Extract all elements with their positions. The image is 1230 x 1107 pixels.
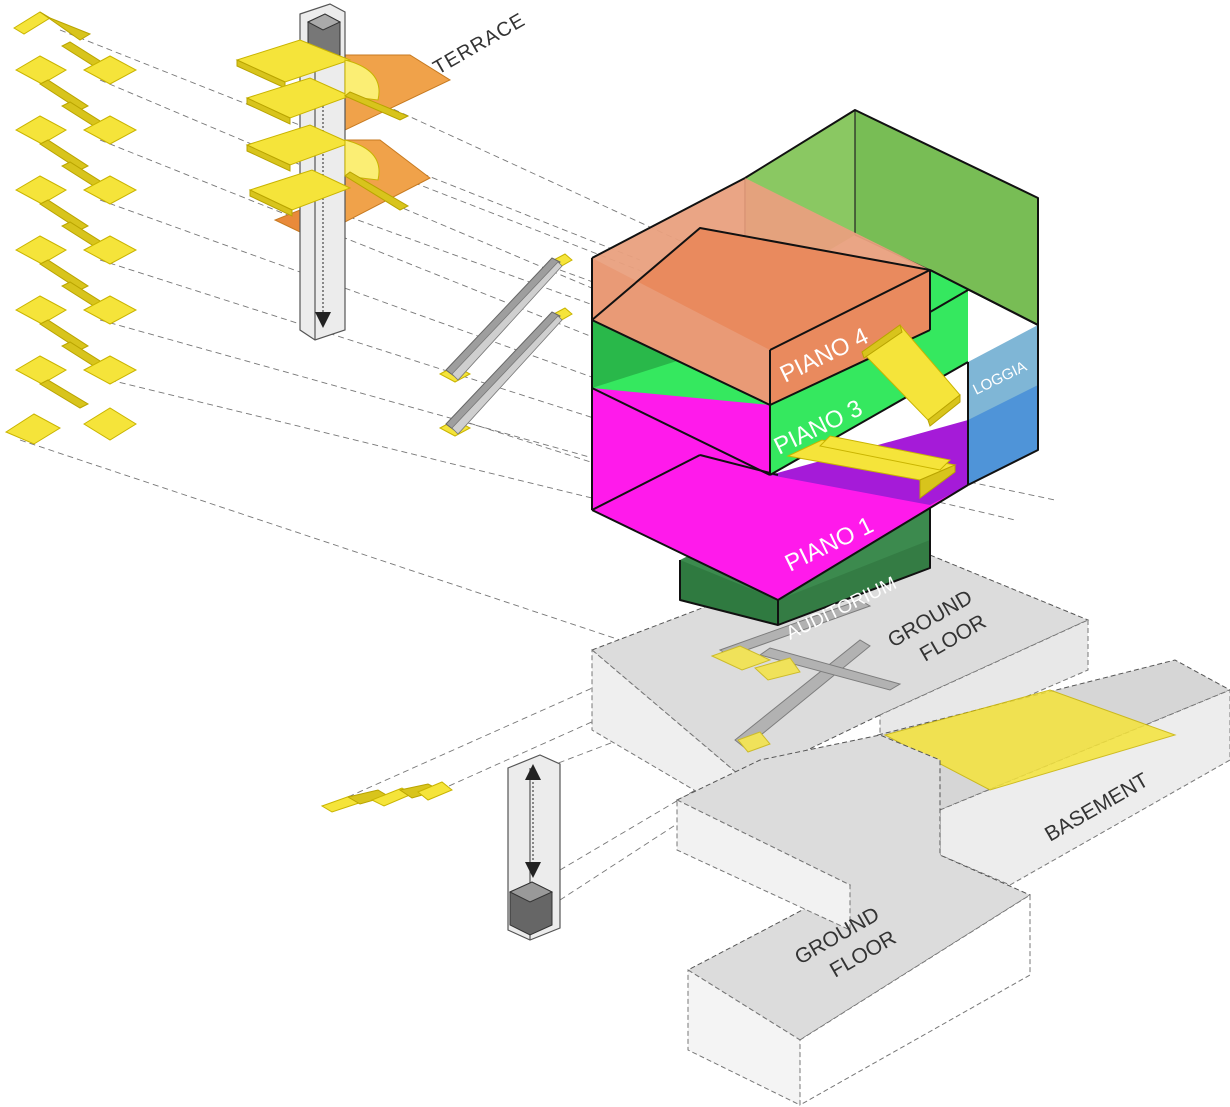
ground-floor-slab-lower bbox=[675, 734, 1032, 1106]
elevator-shaft-lower bbox=[507, 754, 561, 941]
stair-unit bbox=[14, 221, 138, 291]
terrace-label: TERRACE bbox=[430, 9, 530, 79]
ground-stair-strip bbox=[320, 781, 453, 813]
basement-slab bbox=[877, 659, 1230, 886]
ground-escalators bbox=[710, 599, 902, 753]
stair-unit bbox=[14, 101, 138, 171]
stair-unit bbox=[14, 161, 138, 231]
building-volumes bbox=[591, 109, 1039, 626]
stair-unit bbox=[14, 41, 138, 111]
stair-unit bbox=[14, 281, 138, 351]
escalators bbox=[438, 253, 573, 437]
stair-unit bbox=[14, 341, 138, 409]
terrace-stair-tower bbox=[235, 3, 452, 341]
stair-stack-left bbox=[4, 11, 138, 445]
